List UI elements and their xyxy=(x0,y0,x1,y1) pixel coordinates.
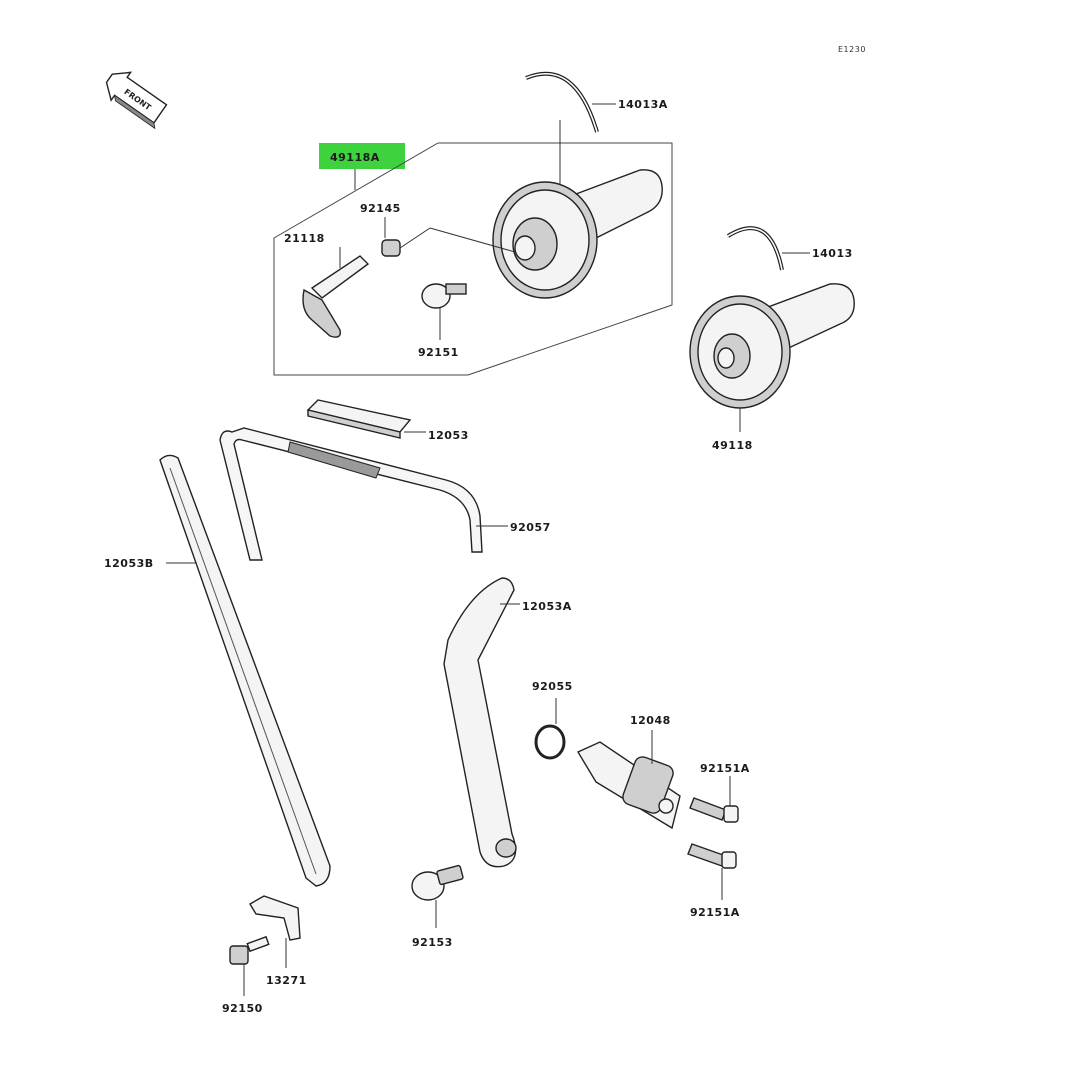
part-12053A-shape xyxy=(443,577,517,868)
part-92057-chain-shape xyxy=(219,427,483,561)
part-label-21118[interactable]: 21118 xyxy=(284,232,325,245)
assembly-label-highlight xyxy=(319,143,405,169)
part-92150-shape xyxy=(229,935,270,965)
part-label-49118A[interactable]: 49118A xyxy=(330,151,380,164)
part-label-12053A[interactable]: 12053A xyxy=(522,600,572,613)
part-label-13271[interactable]: 13271 xyxy=(266,974,307,987)
part-label-12053B[interactable]: 12053B xyxy=(104,557,154,570)
assembly-frame xyxy=(273,142,673,376)
part-92055-shape xyxy=(534,724,566,760)
part-13271-shape xyxy=(249,895,301,941)
part-label-92150[interactable]: 92150 xyxy=(222,1002,263,1015)
part-92151A-top-shape xyxy=(689,797,739,823)
part-label-49118[interactable]: 49118 xyxy=(712,439,753,452)
front-arrow-icon: FRONT xyxy=(105,71,168,130)
part-label-92055[interactable]: 92055 xyxy=(532,680,573,693)
part-camshaft-49118-shape xyxy=(689,283,855,409)
part-label-92057[interactable]: 92057 xyxy=(510,521,551,534)
leader-92145-link xyxy=(399,227,431,249)
part-label-92145[interactable]: 92145 xyxy=(360,202,401,215)
part-92151-shape xyxy=(421,283,467,309)
part-92151A-bottom-shape xyxy=(687,843,737,869)
part-label-14013A[interactable]: 14013A xyxy=(618,98,668,111)
part-14013-shape xyxy=(726,226,784,271)
part-label-92151A-bottom[interactable]: 92151A xyxy=(690,906,740,919)
part-92145-shape xyxy=(381,239,401,257)
part-label-12053[interactable]: 12053 xyxy=(428,429,469,442)
part-12053-shape xyxy=(306,399,412,439)
part-label-92153[interactable]: 92153 xyxy=(412,936,453,949)
part-12053B-shape xyxy=(159,454,331,887)
part-12048-shape xyxy=(576,741,681,830)
part-camshaft-assembly-shape xyxy=(492,120,663,299)
diagram-code: E1230 xyxy=(838,45,866,54)
part-14013A-shape xyxy=(525,71,599,133)
part-label-92151[interactable]: 92151 xyxy=(418,346,459,359)
part-label-12048[interactable]: 12048 xyxy=(630,714,671,727)
part-92153-shape xyxy=(411,864,464,901)
part-21118-shape xyxy=(302,255,370,338)
part-label-14013[interactable]: 14013 xyxy=(812,247,853,260)
part-label-92151A-top[interactable]: 92151A xyxy=(700,762,750,775)
